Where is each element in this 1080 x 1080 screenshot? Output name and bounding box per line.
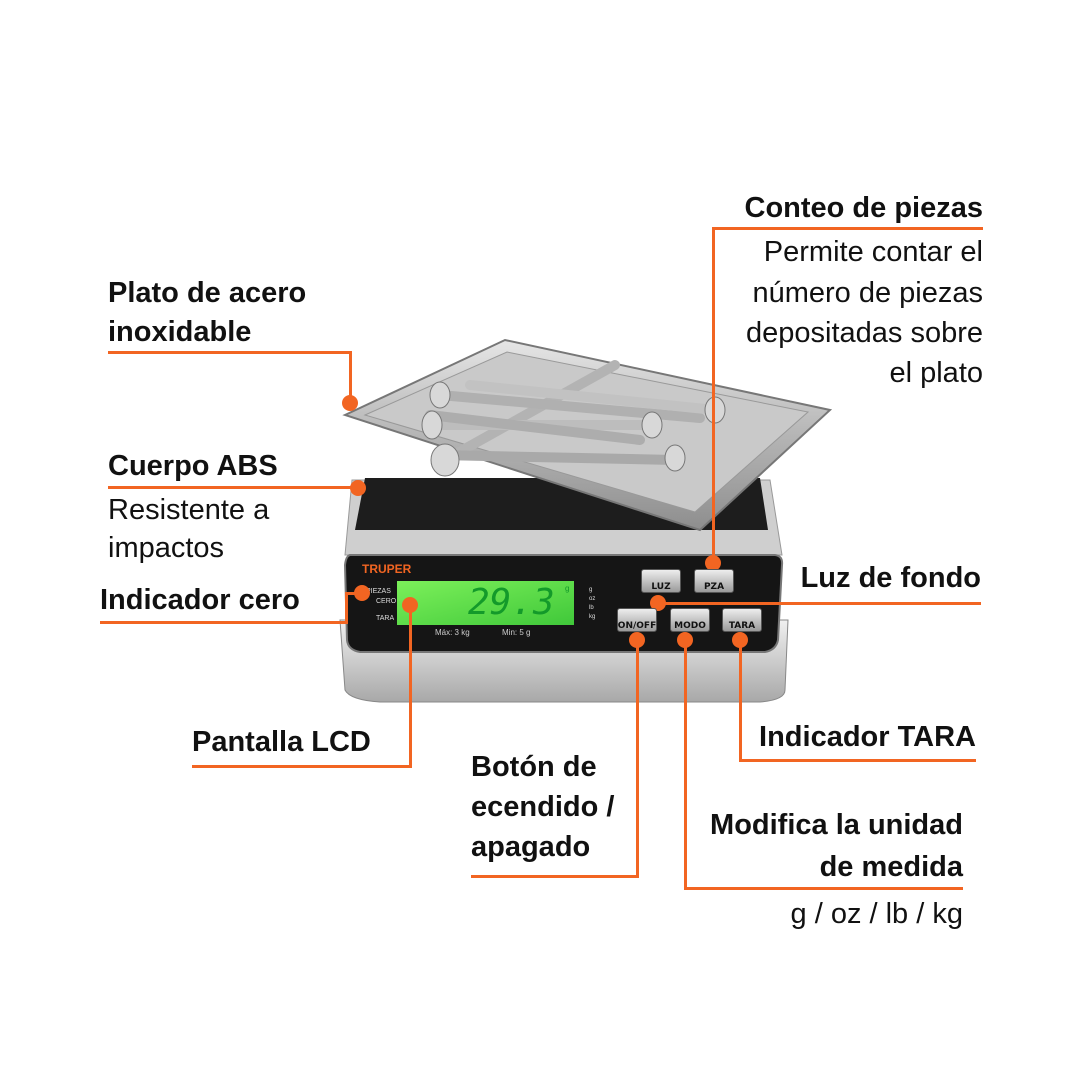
body-leader-line: [108, 486, 358, 489]
units-title: Modifica la unidad: [710, 809, 963, 841]
plate-title: Plato de acero: [108, 277, 307, 309]
body-desc-2: impactos: [108, 532, 225, 564]
units-desc: g / oz / lb / kg: [790, 898, 963, 930]
power-leader-line: [471, 875, 639, 878]
plate-title-2: inoxidable: [108, 316, 252, 348]
unit-oz: oz: [589, 596, 596, 602]
luz-button[interactable]: LUZ: [641, 569, 681, 593]
units-leader-line-v: [684, 640, 687, 890]
lcd-marker: [402, 597, 418, 613]
on-off-button[interactable]: ON/OFF: [617, 608, 657, 632]
unit-g: g: [589, 587, 593, 593]
brand-logo: TRUPER: [362, 562, 412, 576]
modo-button[interactable]: MODO: [670, 608, 710, 632]
zero-title: Indicador cero: [100, 584, 300, 616]
power-leader-line-v: [636, 640, 639, 878]
zero-leader-line-h: [345, 592, 361, 595]
count-leader-line-v: [712, 227, 715, 563]
lcd-unit: g: [565, 584, 570, 593]
lcd-leader-line-v: [409, 605, 412, 768]
count-desc-4: el plato: [889, 357, 983, 389]
units-marker: [677, 632, 693, 648]
units-leader-line: [684, 887, 963, 890]
plate-leader-line-v: [349, 351, 352, 403]
tare-leader-line-v: [739, 640, 742, 762]
body-marker: [350, 480, 366, 496]
zero-leader-line-v: [345, 593, 348, 624]
unit-list: g oz lb kg: [589, 586, 595, 622]
min-capacity: Min: 5 g: [502, 628, 531, 637]
pza-button[interactable]: PZA: [694, 569, 734, 593]
power-marker: [629, 632, 645, 648]
indicator-piezas: PIEZAS: [366, 588, 391, 595]
count-marker: [705, 555, 721, 571]
unit-lb: lb: [589, 605, 594, 611]
zero-leader-line: [100, 621, 348, 624]
body-title: Cuerpo ABS: [108, 450, 278, 482]
tare-title: Indicador TARA: [759, 721, 976, 753]
lcd-title: Pantalla LCD: [192, 726, 371, 758]
count-desc-2: número de piezas: [752, 277, 983, 309]
tara-button[interactable]: TARA: [722, 608, 762, 632]
lcd-reading: 29.3: [468, 582, 555, 623]
unit-kg: kg: [589, 614, 596, 620]
count-leader-line: [712, 227, 983, 230]
count-desc: Permite contar el: [763, 236, 983, 268]
lcd-leader-line: [192, 765, 412, 768]
lcd-screen: [397, 581, 574, 625]
tare-leader-line: [739, 759, 976, 762]
power-title-3: apagado: [471, 831, 591, 863]
body-desc: Resistente a: [108, 494, 270, 526]
plate-marker: [342, 395, 358, 411]
units-title-2: de medida: [819, 851, 963, 883]
backlight-marker: [650, 595, 666, 611]
power-title: Botón de: [471, 751, 597, 783]
plate-leader-line: [108, 351, 352, 354]
max-capacity: Máx: 3 kg: [435, 628, 470, 637]
indicator-tara: TARA: [376, 615, 395, 622]
backlight-leader-line: [658, 602, 981, 605]
backlight-title: Luz de fondo: [800, 562, 981, 594]
count-title: Conteo de piezas: [744, 192, 984, 224]
tare-marker: [732, 632, 748, 648]
zero-marker: [354, 585, 370, 601]
power-title-2: ecendido /: [471, 791, 615, 823]
count-desc-3: depositadas sobre: [746, 317, 983, 349]
indicator-cero: CERO: [376, 598, 397, 605]
